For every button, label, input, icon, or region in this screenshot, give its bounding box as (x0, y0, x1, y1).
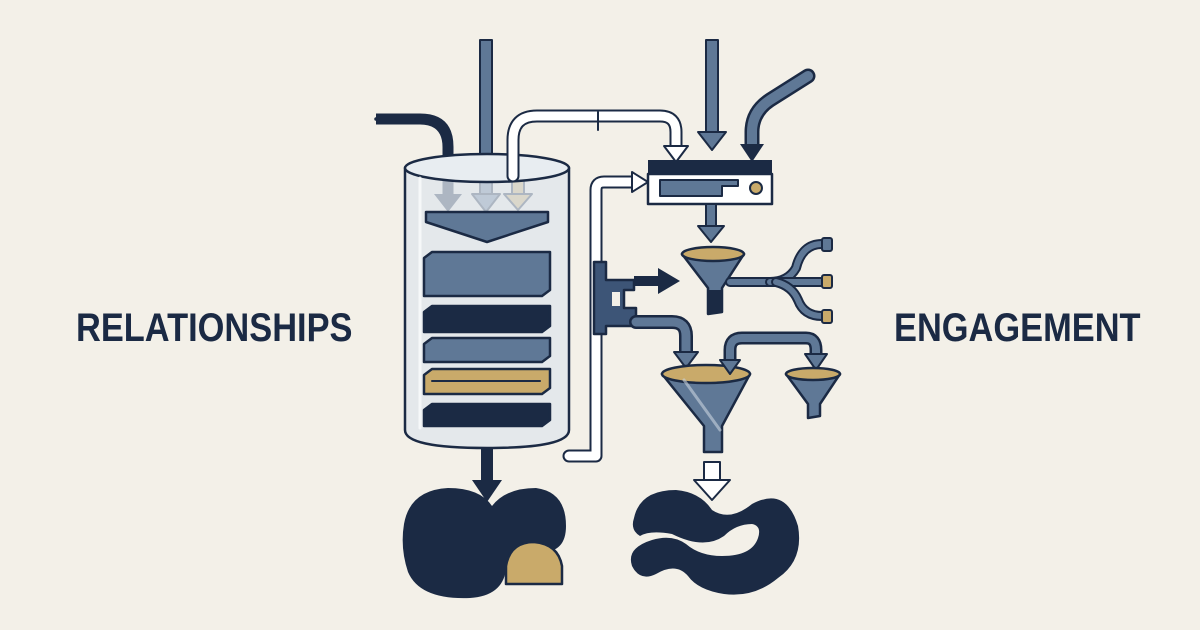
funnel-icon-large (660, 363, 752, 454)
label-relationships: RELATIONSHIPS (76, 306, 353, 350)
input-arrow-right-2 (740, 68, 816, 162)
funnel-icon-small (784, 366, 842, 420)
abstract-blob-icon-right (630, 490, 800, 595)
tray-down-arrow (697, 203, 725, 243)
output-arrow-outline (693, 461, 731, 501)
flow-arrow-icon (506, 109, 689, 183)
label-engagement: ENGAGEMENT (894, 306, 1141, 350)
splitter-pipe-icon (592, 260, 699, 369)
hopper-triangle (424, 210, 550, 244)
output-arrow-down (472, 448, 502, 502)
input-tray-icon (646, 160, 774, 206)
layer-stack (422, 250, 552, 428)
input-arrow-right-1 (697, 39, 727, 151)
abstract-blob-icon (402, 488, 566, 599)
loop-arrow (719, 331, 828, 375)
funnel-icon (680, 245, 746, 316)
return-pipe (562, 171, 649, 463)
branch-pipes (725, 237, 833, 324)
